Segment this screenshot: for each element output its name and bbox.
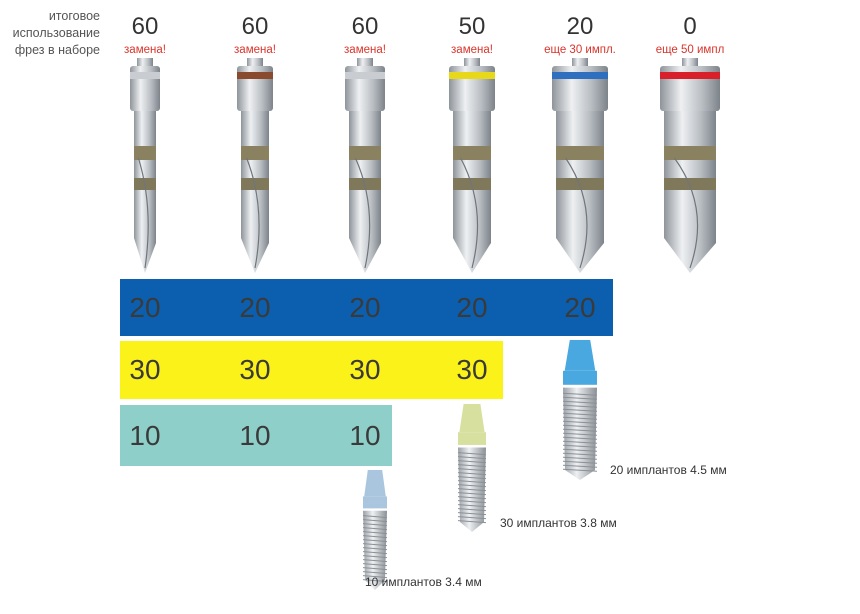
- band-value: 20: [129, 291, 161, 323]
- legend-line: фрез в наборе: [14, 43, 100, 57]
- band-value: 20: [564, 291, 596, 323]
- implant-count-band: 10 10 10: [120, 405, 392, 466]
- band-value: 30: [129, 354, 161, 385]
- implant-label: 10 имплантов 3.4 мм: [365, 575, 482, 589]
- usage-total: 60: [241, 13, 269, 40]
- band-value: 10: [129, 419, 161, 451]
- usage-note: замена!: [234, 44, 276, 56]
- implant-count-band: 20 20 20 20 20: [120, 279, 613, 336]
- usage-total: 60: [131, 13, 159, 40]
- drill-column: 60 замена!: [90, 14, 200, 58]
- band-value: 20: [349, 291, 381, 323]
- band-value: 30: [456, 354, 488, 385]
- band-value: 10: [349, 419, 381, 451]
- usage-note: замена!: [124, 44, 166, 56]
- implant-icon: [457, 404, 487, 532]
- band-value: 20: [239, 291, 271, 323]
- implant-label: 30 имплантов 3.8 мм: [500, 516, 617, 530]
- band-value: 10: [239, 419, 271, 451]
- legend-label: итоговое использование фрез в наборе: [0, 8, 100, 59]
- usage-total: 20: [566, 13, 594, 40]
- implant-icon: [362, 470, 388, 590]
- drill-icon: [130, 58, 160, 273]
- drill-icon: [237, 58, 273, 273]
- usage-total: 50: [458, 13, 486, 40]
- drill-column: 60 замена!: [200, 14, 310, 58]
- usage-note: замена!: [344, 44, 386, 56]
- usage-note: замена!: [451, 44, 493, 56]
- legend-line: итоговое: [48, 9, 100, 23]
- legend-line: использование: [12, 26, 100, 40]
- drill-icon: [345, 58, 385, 273]
- drill-column: 50 замена!: [417, 14, 527, 58]
- band-value: 30: [349, 354, 381, 385]
- usage-total: 60: [351, 13, 379, 40]
- drill-column: 0 еще 50 импл: [635, 14, 745, 58]
- implant-label: 20 имплантов 4.5 мм: [610, 463, 727, 477]
- band-value: 30: [239, 354, 271, 385]
- drill-column: 60 замена!: [310, 14, 420, 58]
- drill-icon: [449, 58, 495, 273]
- drill-column: 20 еще 30 импл.: [525, 14, 635, 58]
- band-value: 20: [456, 291, 488, 323]
- drill-icon: [660, 58, 720, 273]
- usage-total: 0: [683, 13, 697, 40]
- usage-note: еще 50 импл: [655, 44, 725, 56]
- drill-icon: [552, 58, 608, 273]
- implant-count-band: 30 30 30 30: [120, 341, 503, 399]
- implant-icon: [562, 340, 598, 480]
- usage-note: еще 30 импл.: [544, 44, 616, 56]
